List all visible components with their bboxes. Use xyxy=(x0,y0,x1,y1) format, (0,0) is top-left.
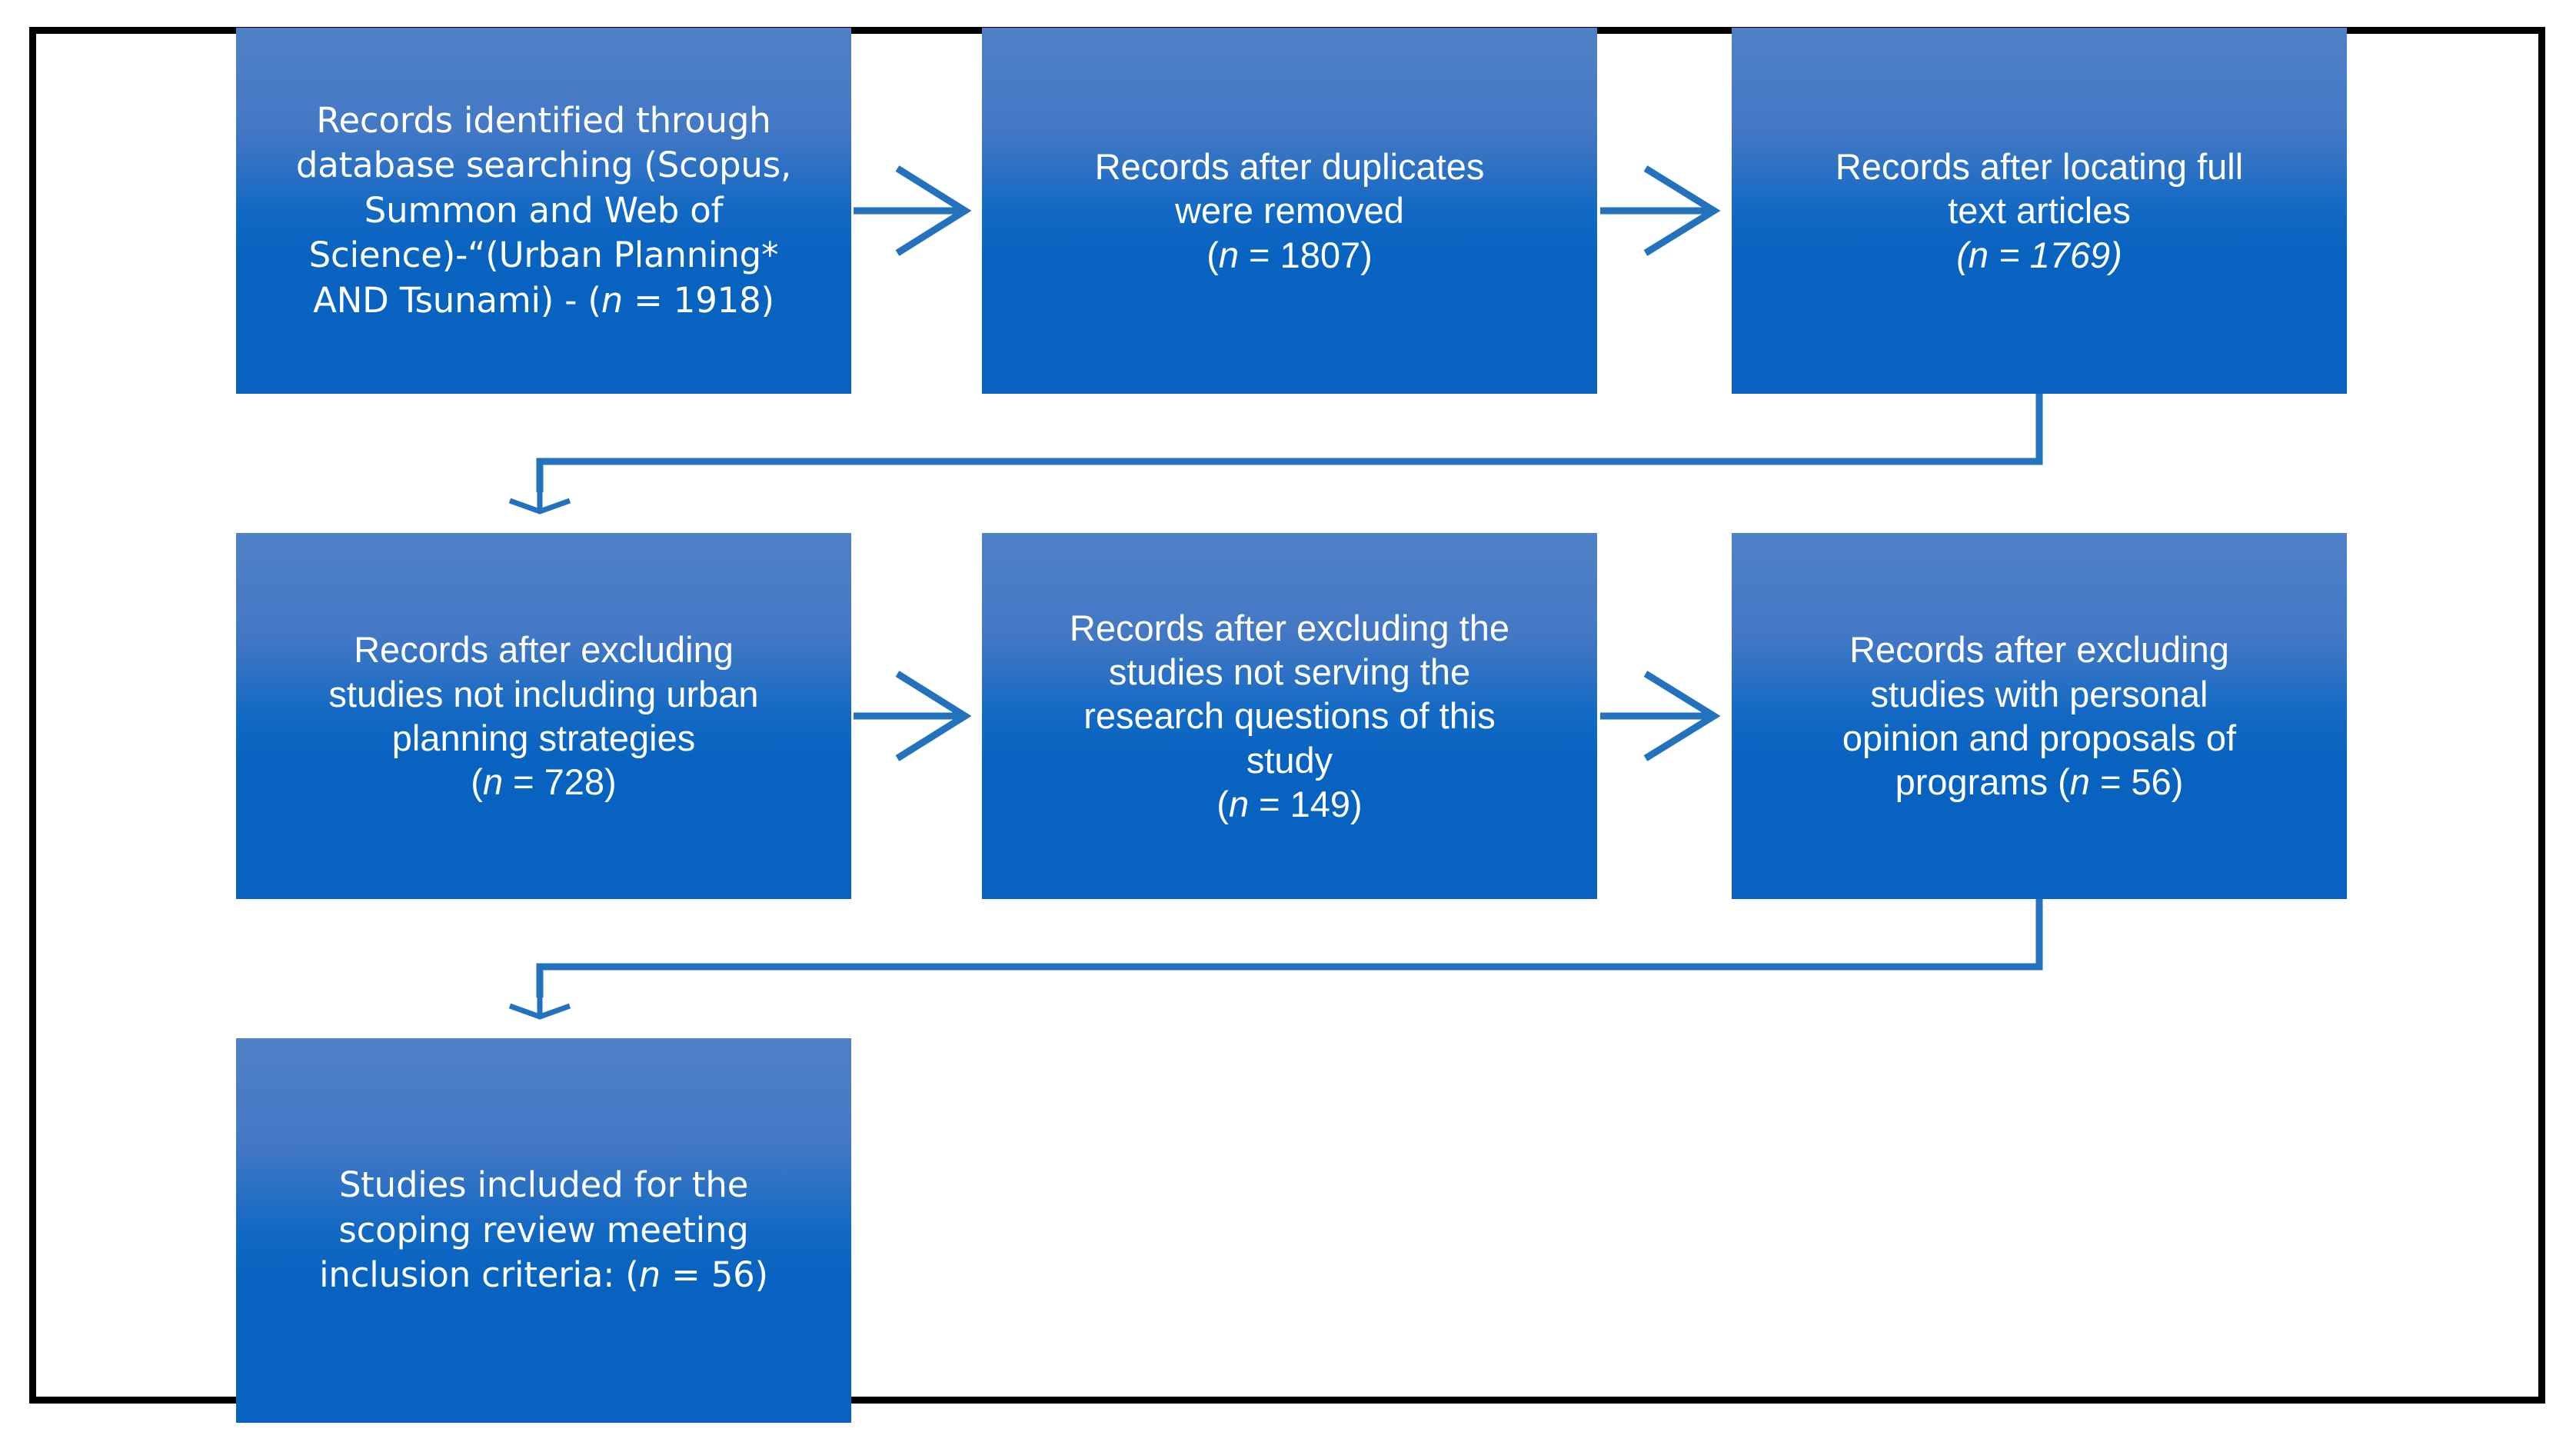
arrow-box1-to-box2 xyxy=(854,165,972,256)
arrow-box4-to-box5 xyxy=(854,671,972,761)
arrow-box3-to-box4 xyxy=(508,394,2043,515)
arrow-box2-to-box3 xyxy=(1600,165,1721,256)
arrow-box6-to-box7 xyxy=(508,899,2043,1020)
arrow-box5-to-box6 xyxy=(1600,671,1721,761)
